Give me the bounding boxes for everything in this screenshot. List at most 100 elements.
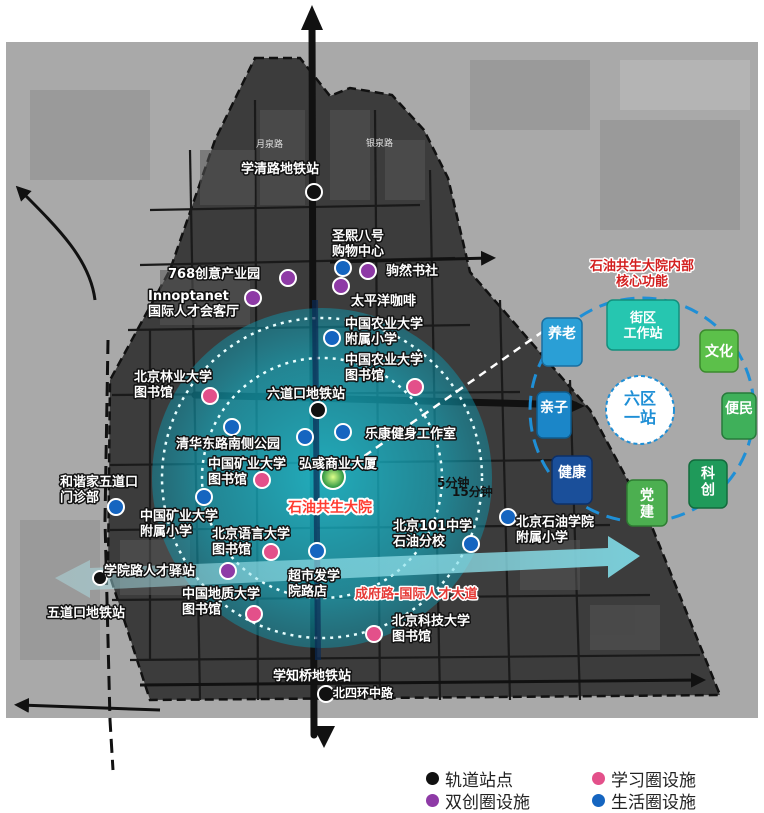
south-arrowhead <box>313 726 335 748</box>
core-tile-bianmin <box>721 392 757 440</box>
west-boundary <box>103 339 115 771</box>
core-tile-jiankang <box>551 455 593 505</box>
legend-life-dot <box>592 794 605 807</box>
road-label-yuequan: 月泉路 <box>256 138 283 150</box>
life-dot-hongyu <box>296 428 314 446</box>
legend-study: 学习圈设施 <box>592 766 696 791</box>
poi-label-hongyu: 弘彧商业大厦 <box>299 456 378 472</box>
poi-label-cugblib: 中国地质大学图书馆 <box>182 586 260 617</box>
road-label-chengfu: 成府路-国际人才大道 <box>355 586 477 602</box>
poi-label-hexie: 和谐家五道口门诊部 <box>60 474 138 505</box>
core-link <box>329 328 546 482</box>
fifteen-minute-ring <box>160 316 484 640</box>
core-tile-wenhua <box>699 329 739 373</box>
core-center <box>605 375 675 445</box>
life-dot-b101 <box>462 535 480 553</box>
station-label-wudaokou: 五道口地铁站 <box>47 605 125 621</box>
core-tile-jiequ <box>606 299 680 351</box>
poi-label-chaoshifa: 超市发学院路店 <box>288 568 340 599</box>
road-label-north4th: 北四环中路 <box>333 685 394 700</box>
core-tiles <box>536 299 757 527</box>
poi-label-b101: 北京101中学石油分校 <box>392 518 472 549</box>
poi-label-bjfu: 北京林业大学图书馆 <box>134 369 212 400</box>
legend-life: 生活圈设施 <box>592 788 696 813</box>
station-label-liudaokou: 六道口地铁站 <box>267 386 345 402</box>
innovation-dot-768 <box>279 269 297 287</box>
legend-rail-dot <box>426 772 439 785</box>
core-tile-dangjian <box>626 479 668 527</box>
station-label-xueqinglu: 学清路地铁站 <box>241 161 319 177</box>
north-arrowhead <box>301 5 323 30</box>
life-dot-chaoshifa <box>308 542 326 560</box>
core-item-qinzi: 亲子 <box>540 399 568 416</box>
legend-study-dot <box>592 772 605 785</box>
core-site-dot <box>320 464 346 490</box>
poi-label-lekang: 乐康健身工作室 <box>365 426 456 442</box>
life-dot-caufs <box>323 329 341 347</box>
legend-rail-label: 轨道站点 <box>445 771 513 791</box>
core-item-dangjian: 党建 <box>640 487 654 521</box>
core-item-wenhua: 文化 <box>705 343 733 360</box>
legend-innovation-label: 双创圈设施 <box>445 793 530 813</box>
poi-label-cumtps: 中国矿业大学附属小学 <box>140 508 218 539</box>
rail-dot-xuezhiqiao <box>317 685 335 703</box>
legend-innovation: 双创圈设施 <box>426 788 530 813</box>
life-dot-lekang <box>334 423 352 441</box>
poi-label-ustblib: 北京科技大学图书馆 <box>392 613 470 644</box>
study-dot-caulib <box>406 378 424 396</box>
five-minute-ring <box>200 356 444 600</box>
secondary-roads <box>14 185 706 713</box>
core-tile-yanglao <box>541 317 583 367</box>
legend-innovation-dot <box>426 794 439 807</box>
core-tile-kechuang <box>688 459 728 509</box>
life-dot-cumtps <box>195 488 213 506</box>
study-dot-cumtlib <box>253 471 271 489</box>
innovation-dot-taipingyang <box>332 277 350 295</box>
poi-dots <box>92 183 517 703</box>
ring-label-fifteen: 15分钟 <box>452 484 493 499</box>
core-tile-qinzi <box>536 391 572 439</box>
study-dot-cugblib <box>245 605 263 623</box>
poi-label-768: 768创意产业园 <box>168 266 260 282</box>
poi-label-tsinghuapark: 清华东路南侧公园 <box>176 436 280 452</box>
legend-rail: 轨道站点 <box>426 766 513 791</box>
life-dot-shengxi <box>334 259 352 277</box>
rail-dot-liudaokou <box>309 401 327 419</box>
life-dot-bpuc <box>499 508 517 526</box>
core-item-jiequ: 街区工作站 <box>623 310 662 341</box>
poi-label-caufs: 中国农业大学附属小学 <box>345 316 423 347</box>
core-item-kechuang: 科创 <box>700 465 715 499</box>
core-item-yanglao: 养老 <box>547 325 576 342</box>
study-dot-bjfu <box>201 387 219 405</box>
poi-label-shiyou: 石油共生大院 <box>287 499 372 516</box>
poi-label-juran: 驹然书社 <box>386 263 438 279</box>
poi-label-blculib: 北京语言大学图书馆 <box>212 526 290 557</box>
study-dot-ustblib <box>365 625 383 643</box>
inner-axis <box>312 299 321 661</box>
rail-dot-xueyuanlu <box>92 570 108 586</box>
core-item-bianmin: 便民 <box>725 400 753 417</box>
poi-label-caulib: 中国农业大学图书馆 <box>345 352 423 383</box>
poi-label-cumtlib: 中国矿业大学图书馆 <box>208 456 286 487</box>
ring-label-five: 5分钟 <box>437 475 469 490</box>
innovation-dot-innoptanet <box>244 289 262 307</box>
station-label-xueyuanlu: 学院路人才驿站 <box>104 563 195 579</box>
study-dot-blculib <box>262 543 280 561</box>
innovation-dot-juran <box>359 262 377 280</box>
innovation-dot-xueyuanlu <box>219 562 237 580</box>
core-center-label: 六区一站 <box>624 389 656 427</box>
poi-labels: 学清路地铁站六道口地铁站学院路人才驿站五道口地铁站学知桥地铁站圣熙八号购物中心驹… <box>46 137 754 702</box>
legend-life-label: 生活圈设施 <box>611 793 696 813</box>
road-label-yinquan: 银泉路 <box>366 137 393 149</box>
poi-label-bpuc: 北京石油学院附属小学 <box>516 514 594 545</box>
core-title: 石油共生大院内部核心功能 <box>589 258 694 289</box>
station-label-xuezhiqiao: 学知桥地铁站 <box>273 668 351 684</box>
legend-study-label: 学习圈设施 <box>611 771 696 791</box>
life-dot-tsinghuapark <box>223 418 241 436</box>
life-dot-hexie <box>107 498 125 516</box>
poi-label-taipingyang: 太平洋咖啡 <box>350 293 416 309</box>
aerial-texture <box>20 60 750 660</box>
talent-corridor <box>55 536 640 598</box>
